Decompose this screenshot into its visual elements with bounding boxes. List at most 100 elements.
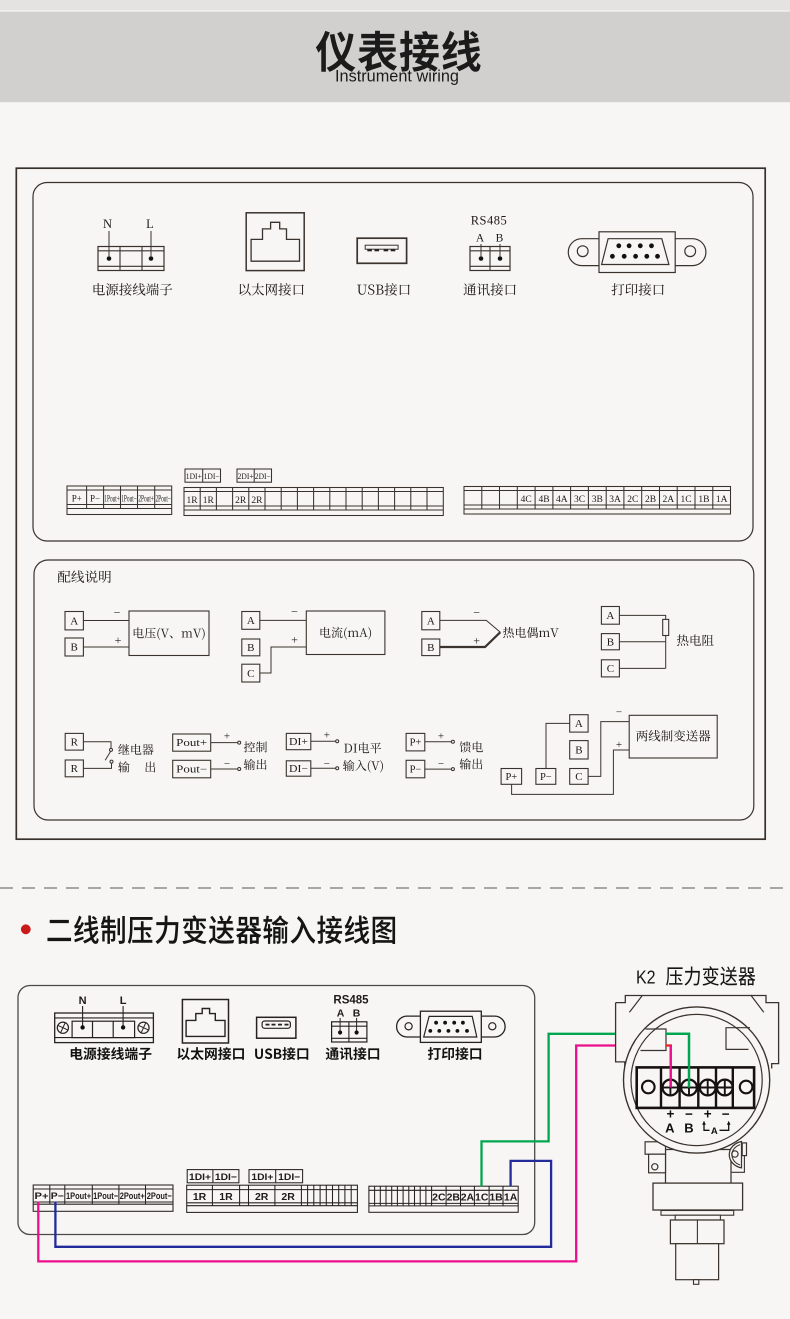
svg-text:A: A [476,233,485,245]
svg-text:A: A [70,615,78,627]
svg-text:+: + [324,729,330,741]
svg-text:+: + [115,633,122,647]
svg-text:RS485: RS485 [471,214,508,228]
svg-text:−: − [114,606,121,620]
svg-text:1Pout−: 1Pout− [121,494,137,504]
svg-text:1R: 1R [193,1191,207,1203]
svg-text:N: N [79,995,87,1007]
svg-text:+: + [704,1107,712,1122]
svg-text:−: − [324,758,330,770]
svg-text:1B: 1B [489,1191,503,1203]
svg-text:A: A [606,610,614,622]
svg-text:B: B [607,636,614,648]
svg-text:2Pout+: 2Pout+ [120,1191,145,1202]
svg-text:L: L [120,995,127,1007]
svg-text:P−: P− [90,494,100,504]
svg-text:3B: 3B [592,495,603,505]
svg-text:2Pout−: 2Pout− [155,494,171,504]
svg-text:1A: 1A [716,495,728,505]
svg-text:DI+: DI+ [289,737,308,748]
svg-text:A: A [665,1121,675,1136]
svg-text:2R: 2R [235,496,247,506]
svg-text:P−: P− [540,772,552,783]
svg-text:3C: 3C [574,495,585,505]
svg-text:1C: 1C [475,1191,489,1203]
svg-text:Instrument wiring: Instrument wiring [335,68,459,86]
svg-text:2A: 2A [461,1191,475,1203]
svg-text:A: A [247,615,255,627]
svg-text:4A: 4A [556,495,568,505]
svg-text:−: − [685,1107,693,1122]
svg-text:A: A [427,615,435,627]
svg-text:+: + [291,633,298,647]
svg-text:2DI−: 2DI− [255,472,271,481]
svg-text:+: + [438,731,444,743]
svg-text:2DI+: 2DI+ [238,472,254,481]
svg-text:2R: 2R [251,496,263,506]
svg-text:B: B [353,1008,361,1020]
svg-text:B: B [247,642,254,654]
svg-text:2B: 2B [645,495,656,505]
svg-text:−: − [473,606,480,620]
svg-text:A: A [711,1126,718,1137]
svg-text:2C: 2C [627,495,638,505]
svg-text:B: B [575,745,582,757]
svg-text:2C: 2C [432,1191,446,1203]
svg-text:1DI−: 1DI− [278,1172,300,1183]
svg-text:−: − [438,758,444,770]
svg-text:A: A [575,718,583,730]
svg-text:1DI−: 1DI− [204,472,220,481]
svg-text:1R: 1R [203,496,215,506]
svg-text:A: A [337,1008,345,1020]
svg-text:−: − [291,605,298,619]
svg-text:+: + [616,739,622,751]
svg-text:P−: P− [410,765,422,776]
svg-text:−: − [722,1107,730,1122]
svg-text:C: C [607,663,614,675]
svg-text:1Pout+: 1Pout+ [104,494,120,504]
svg-text:−: − [616,707,622,719]
svg-text:1DI+: 1DI+ [186,472,202,481]
svg-text:C: C [247,668,254,680]
svg-text:P+: P+ [72,494,82,504]
svg-text:+: + [473,634,480,648]
svg-text:R: R [71,763,79,775]
svg-text:L: L [146,217,154,231]
svg-text:1DI−: 1DI− [215,1172,237,1183]
svg-text:1C: 1C [681,495,692,505]
svg-text:Pout+: Pout+ [176,738,207,749]
svg-text:P+: P+ [410,738,422,749]
svg-text:−: − [224,758,230,770]
svg-text:P+: P+ [35,1191,50,1202]
svg-text:R: R [71,736,79,748]
svg-text:1DI+: 1DI+ [251,1172,273,1183]
svg-text:2R: 2R [255,1191,269,1203]
svg-text:1A: 1A [504,1191,518,1203]
svg-text:DI−: DI− [289,764,308,775]
svg-text:P+: P+ [505,772,517,783]
svg-text:B: B [71,642,78,654]
svg-text:+: + [666,1107,674,1122]
svg-text:2A: 2A [663,495,675,505]
svg-text:2Pout+: 2Pout+ [138,494,154,504]
svg-text:4C: 4C [521,495,532,505]
svg-text:2Pout−: 2Pout− [147,1191,172,1202]
svg-text:B: B [684,1121,693,1136]
svg-text:+: + [224,731,230,743]
svg-text:C: C [575,771,582,783]
svg-text:1B: 1B [698,495,709,505]
svg-text:1R: 1R [219,1191,233,1203]
svg-text:Pout−: Pout− [176,765,207,776]
svg-text:1R: 1R [187,496,199,506]
svg-text:P−: P− [51,1191,64,1202]
svg-text:1DI+: 1DI+ [189,1172,211,1183]
svg-text:2R: 2R [281,1191,295,1203]
svg-text:1Pout+: 1Pout+ [66,1191,91,1202]
svg-text:N: N [103,217,112,231]
svg-text:RS485: RS485 [333,995,369,1007]
svg-text:4B: 4B [538,495,549,505]
svg-text:1Pout−: 1Pout− [93,1191,118,1202]
svg-text:B: B [427,642,434,654]
svg-text:B: B [496,233,504,245]
svg-text:2B: 2B [447,1191,461,1203]
